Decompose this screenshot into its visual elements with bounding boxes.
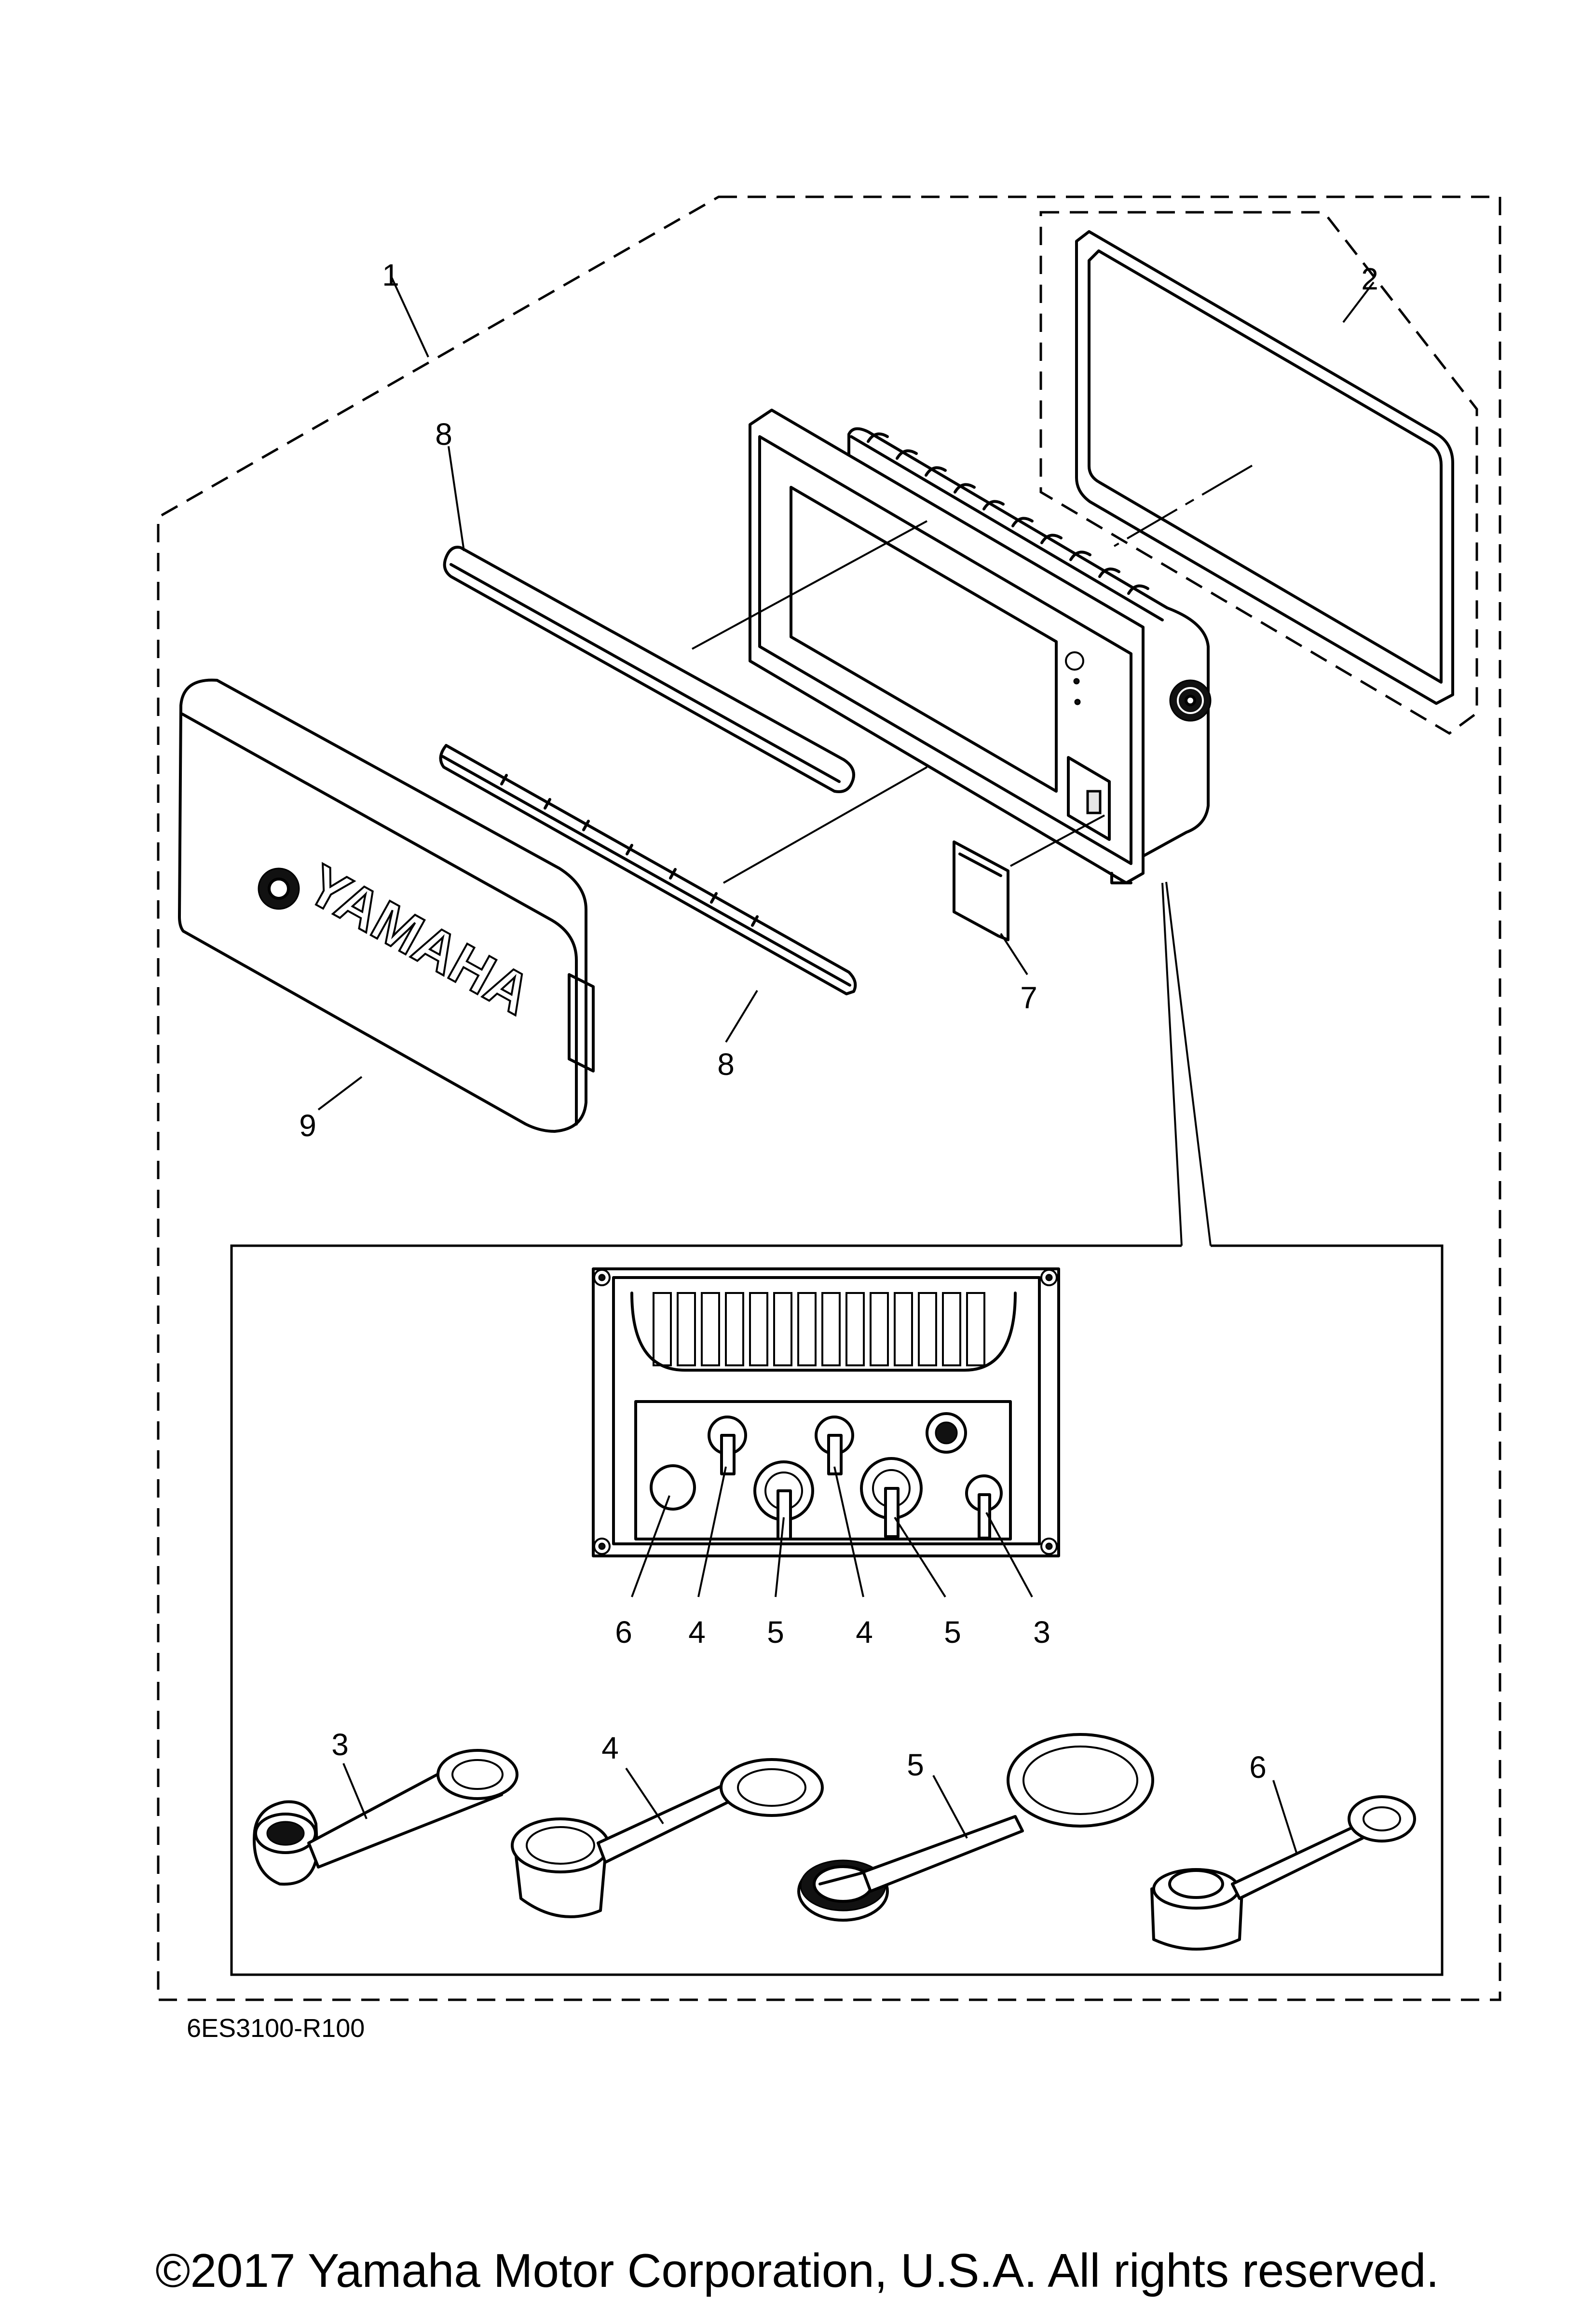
drawing-code: 6ES3100-R100 [187, 2014, 365, 2043]
callout-cap-5: 5 [907, 1747, 924, 1782]
cap-6 [1150, 1795, 1416, 1951]
part-8-bottom-leader [725, 990, 758, 1043]
cap-5 [797, 1733, 1154, 1922]
display-leader-2 [723, 766, 927, 884]
assembly-boundary [157, 195, 1501, 2001]
callout-8-bottom: 8 [717, 1047, 735, 1082]
display-leader [692, 520, 927, 650]
indicator-dot [1073, 678, 1080, 685]
cap-6-leader [1272, 1780, 1297, 1853]
indicator-dot [1074, 699, 1081, 705]
callout-rear-5-left: 5 [767, 1615, 784, 1650]
cap-4-leader [625, 1767, 664, 1825]
callout-cap-6: 6 [1249, 1750, 1267, 1785]
part-2-boundary [1039, 211, 1478, 735]
cap-3-leader [342, 1763, 368, 1819]
part-9-leader [317, 1076, 363, 1111]
card-slot-latch [1086, 790, 1102, 814]
callout-9: 9 [299, 1108, 316, 1143]
rear-4-right-leader [833, 1466, 864, 1597]
heatsink-fins [850, 432, 1164, 621]
detail-zoom-line [1165, 881, 1212, 1246]
callout-cap-3: 3 [331, 1727, 349, 1762]
cap-4 [511, 1758, 824, 1918]
detail-zoom-line [1161, 882, 1183, 1246]
rear-4-left-leader [697, 1466, 727, 1597]
power-button [1065, 651, 1084, 671]
rear-5-right-leader [894, 1516, 946, 1598]
detail-box [230, 1244, 1444, 1976]
part-7-leader [1000, 933, 1028, 976]
part-2-frame [1075, 230, 1454, 705]
part-7-card [953, 840, 1009, 941]
callout-cap-4: 4 [601, 1731, 619, 1765]
rear-fins [653, 1292, 985, 1366]
card-slot [1067, 756, 1111, 841]
copyright-notice: ©2017 Yamaha Motor Corporation, U.S.A. A… [155, 2244, 1439, 2297]
part-8-top-rail [443, 546, 855, 793]
rear-3-leader [985, 1512, 1033, 1597]
part-9-cover: YAMAHA [178, 678, 595, 1133]
callout-8-top: 8 [435, 417, 452, 452]
rear-5-left-leader [775, 1517, 785, 1597]
part-8-top-leader [448, 446, 465, 551]
part-7-card-guide [1010, 814, 1105, 867]
callout-2: 2 [1361, 261, 1378, 296]
cap-3 [253, 1749, 518, 1886]
part-2-leader [1342, 281, 1375, 323]
part-8-bottom-rail [439, 744, 857, 995]
callout-rear-5-right: 5 [944, 1615, 961, 1650]
rear-6-leader [631, 1495, 670, 1597]
callout-rear-4-right: 4 [856, 1615, 873, 1650]
callout-rear-6: 6 [615, 1615, 632, 1650]
callout-rear-4-left: 4 [688, 1615, 706, 1650]
callout-1: 1 [382, 258, 399, 292]
rear-view [592, 1267, 1060, 1557]
callout-7: 7 [1020, 980, 1037, 1015]
part-1-leader [391, 277, 429, 358]
part-2-alignment-line [1113, 465, 1253, 547]
callout-rear-3: 3 [1033, 1615, 1050, 1650]
cap-5-leader [932, 1775, 968, 1839]
display-unit [749, 409, 1212, 884]
connector-6 [650, 1464, 696, 1511]
